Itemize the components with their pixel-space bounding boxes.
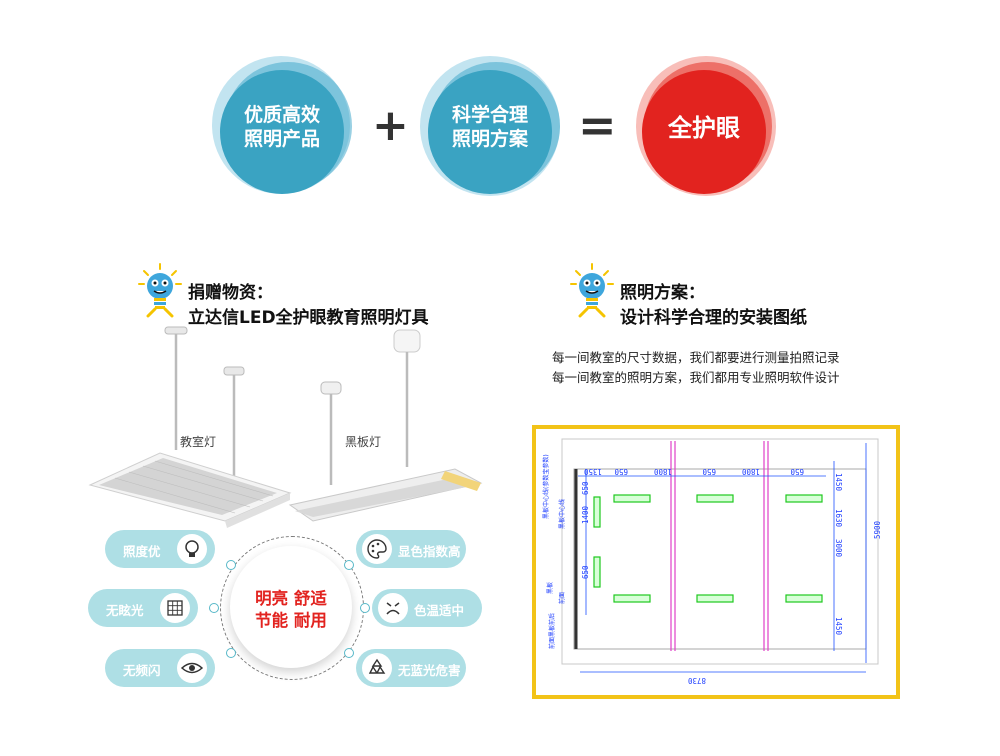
side-text-2: 黑板 (546, 582, 554, 594)
equals-sign: = (578, 98, 617, 152)
feature-no-glare-label: 无眩光 (106, 603, 144, 618)
bulb-mascot-icon (570, 263, 614, 318)
dim-left-3: 650 (581, 565, 590, 579)
feature-no-blue-light-label: 无蓝光危害 (398, 663, 461, 678)
feature-color-index-label: 显色指数高 (398, 544, 461, 559)
right-title-line1: 照明方案： (620, 283, 705, 303)
feature-no-blue-light: 无蓝光危害 (356, 649, 466, 687)
feature-color-temp-label: 色温适中 (414, 603, 465, 618)
palette-icon (362, 534, 392, 564)
feature-no-flicker-label: 无频闪 (123, 663, 161, 678)
face-icon (378, 593, 408, 623)
center-line1: 明亮 舒适 (255, 589, 327, 608)
desc-line2: 每一间教室的照明方案，我们都用专业照明软件设计 (552, 370, 840, 385)
dim-right-5: 5900 (873, 520, 882, 539)
right-title-line2: 设计科学合理的安装图纸 (620, 307, 807, 328)
dim-right-3: 3000 (834, 539, 843, 558)
dim-left-1: 1400 (581, 505, 590, 524)
lamps-illustration (88, 326, 483, 528)
feature-color-temp: 色温适中 (372, 589, 482, 627)
dim-top-2: 650 (614, 467, 628, 476)
dim-right-4: 1450 (834, 617, 843, 636)
center-line2: 节能 耐用 (255, 611, 327, 631)
circle2-line2: 照明方案 (451, 127, 528, 150)
feature-illuminance-label: 照度优 (123, 544, 161, 559)
circle1-line1: 优质高效 (243, 104, 320, 126)
left-title-line2: 立达信LED全护眼教育照明灯具 (188, 307, 429, 328)
grid-icon (160, 593, 190, 623)
dim-bottom: 8730 (687, 676, 706, 685)
feature-color-index: 显色指数高 (356, 530, 466, 568)
dim-top-6: 650 (790, 467, 804, 476)
circle1-line2: 照明产品 (243, 127, 320, 150)
side-text-1: 黑板中心线(参数宝参数) (542, 454, 550, 519)
dim-right-1: 1450 (834, 473, 843, 492)
side-text-3: 黑板中心线 (558, 499, 566, 529)
dim-top-3: 1800 (653, 467, 672, 476)
recycle-icon (362, 653, 392, 683)
dim-top-4: 650 (702, 467, 716, 476)
side-text-5: 前面黑板前后 (548, 613, 556, 649)
feature-no-flicker: 无频闪 (105, 649, 215, 687)
feature-illuminance: 照度优 (105, 530, 215, 568)
dim-right-2: 1630 (834, 509, 843, 528)
drawing-canvas: 1350 650 1800 650 1800 650 8730 1450 163… (542, 438, 882, 685)
plus-sign: + (372, 100, 409, 151)
lightbulb-icon (177, 534, 207, 564)
bulb-mascot-icon (138, 263, 182, 318)
classroom-lamp-label: 教室灯 (180, 435, 217, 449)
left-title-line1: 捐赠物资： (188, 283, 273, 303)
dim-top-1: 1350 (583, 467, 602, 476)
dim-left-2: 650 (581, 481, 590, 495)
dim-top-5: 1800 (741, 467, 760, 476)
result-text: 全护眼 (668, 114, 740, 142)
side-text-4: 前面 (558, 592, 566, 604)
circle2-line1: 科学合理 (451, 104, 528, 126)
eye-icon (177, 653, 207, 683)
installation-drawing: 1350 650 1800 650 1800 650 8730 1450 163… (532, 425, 900, 699)
desc-line1: 每一间教室的尺寸数据，我们都要进行测量拍照记录 (552, 350, 840, 365)
blackboard-lamp-label: 黑板灯 (345, 435, 382, 449)
feature-no-glare: 无眩光 (88, 589, 198, 627)
